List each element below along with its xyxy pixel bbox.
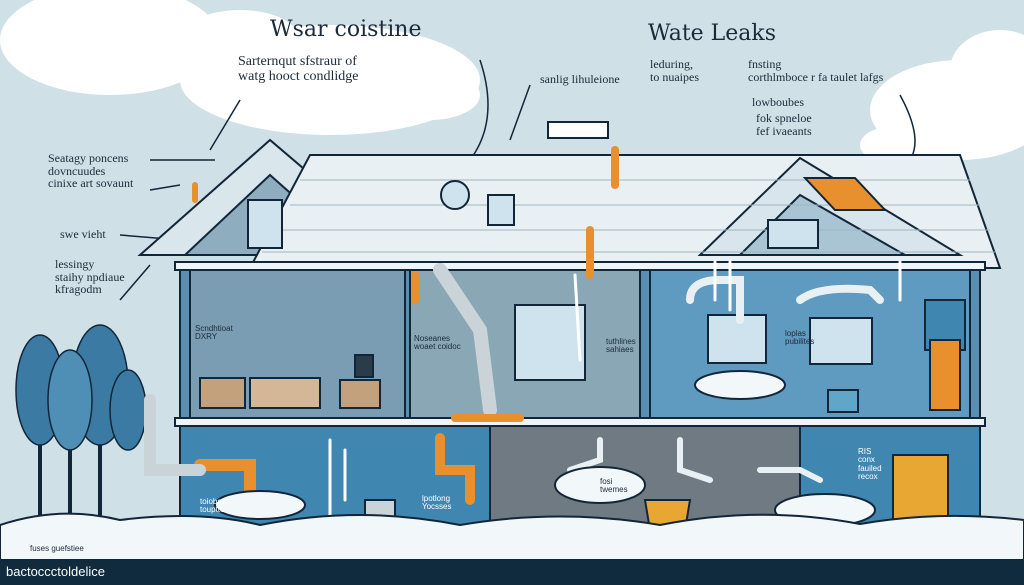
caption-right-1: fnsting corthlmboce r fa taulet lafgs xyxy=(748,57,884,84)
room-label-2: Noseanes woaet coidoc xyxy=(414,334,461,352)
room-label-1: Scndhtioat DXRY xyxy=(195,324,233,342)
basement-label-2: lpotlong Yocsses xyxy=(422,494,452,512)
caption-right-2: lowboubes xyxy=(752,95,804,109)
basement-label-1: toiobsy touptto xyxy=(200,497,226,515)
cloud-left xyxy=(0,0,480,135)
footer-text: bactoccctoldelice xyxy=(6,564,105,579)
snow-ground xyxy=(0,512,1024,561)
title-right: Wate Leaks xyxy=(648,21,777,46)
callout-lines xyxy=(119,59,916,301)
caption-middle-top: sanlig lihuleione xyxy=(540,72,620,86)
cloud-right xyxy=(860,30,1024,165)
cloud-caption: Sarternqut sfstraur of watg hooct condli… xyxy=(238,54,359,84)
ground-caption: fuses guefstiee xyxy=(30,544,84,553)
room-label-3: tuthlines sahiaes xyxy=(606,337,636,355)
basement-label-3: fosi twemes xyxy=(600,477,628,495)
water-drips xyxy=(328,260,902,522)
trees xyxy=(15,324,147,530)
caption-right-3: fok spneloe fef ivaeants xyxy=(756,111,812,138)
roof-shingles xyxy=(262,179,995,253)
room-label-4: loplas pubilites xyxy=(785,329,815,347)
basement-label-4: RIS conx fauiled recox xyxy=(858,447,882,482)
title-left: Wsar coistine xyxy=(270,17,422,42)
caption-middle-right: leduring, to nuaipes xyxy=(650,57,699,84)
caption-left-3: lessingy staihy npdiaue kfragodm xyxy=(55,257,125,297)
footer-bar: bactoccctoldelice xyxy=(0,560,1024,585)
fixtures xyxy=(199,177,966,531)
caption-left-1: Seatagy poncens dovncuudes cinixe art so… xyxy=(48,151,134,191)
windows xyxy=(247,121,873,381)
pipes xyxy=(144,146,884,505)
caption-left-2: swe vieht xyxy=(60,227,106,241)
